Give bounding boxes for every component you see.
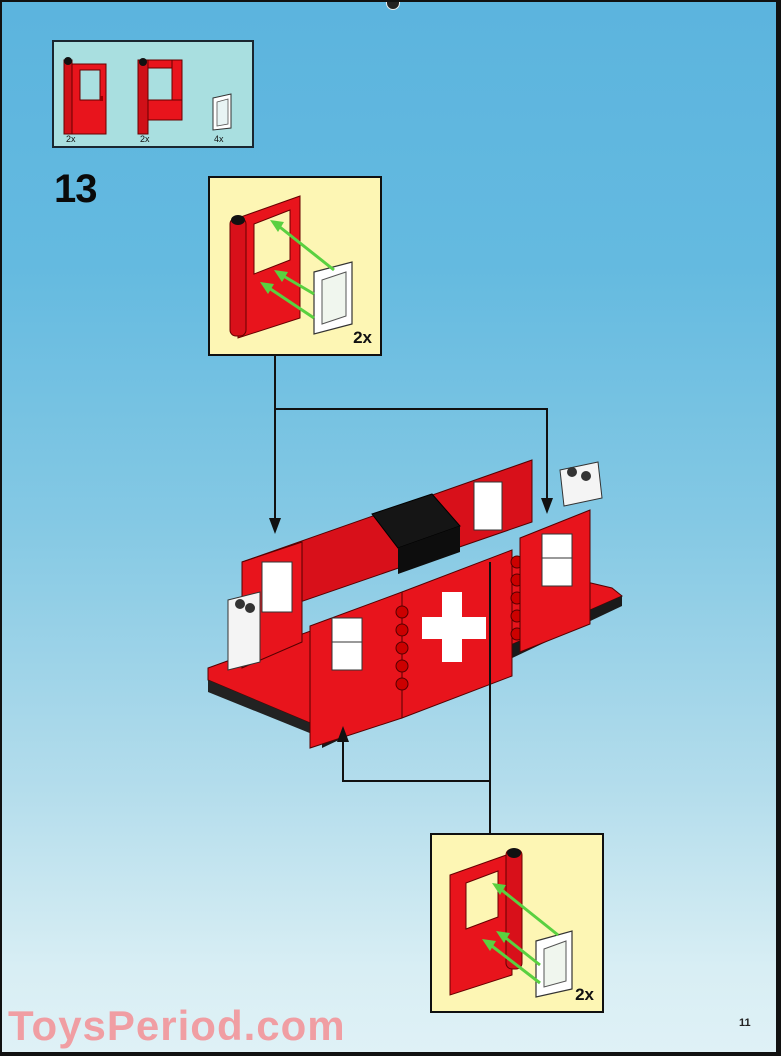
sub-assembly-callout-bottom: 2x — [430, 833, 604, 1013]
door-window-assembly-diagram — [449, 848, 573, 998]
step-number: 13 — [54, 167, 97, 211]
door-window-assembly-diagram — [229, 195, 353, 339]
part-qty: 4x — [214, 134, 224, 144]
red-door-right-icon — [137, 58, 183, 135]
arrow-down-icon — [541, 498, 553, 514]
red-door-left-icon — [63, 57, 107, 135]
watermark-text: ToysPeriod.com — [8, 1002, 346, 1049]
callout-multiplier: 2x — [353, 328, 372, 347]
arrow-down-icon — [269, 518, 281, 534]
connector-line — [274, 354, 276, 520]
registration-mark — [386, 2, 400, 10]
part-qty: 2x — [140, 134, 150, 144]
page-number: 11 — [739, 1017, 751, 1029]
connector-line — [489, 562, 491, 836]
window-pane-icon — [212, 93, 232, 131]
connector-line — [342, 738, 344, 782]
connector-line — [546, 408, 548, 500]
connector-line — [342, 780, 491, 782]
parts-list-box: 2x 2x 4x — [52, 40, 254, 148]
arrow-up-icon — [337, 726, 349, 742]
connector-line — [274, 408, 548, 410]
part-qty: 2x — [66, 134, 76, 144]
sub-assembly-callout-top: 2x — [208, 176, 382, 356]
fire-engine-body-model — [207, 459, 623, 749]
callout-multiplier: 2x — [575, 985, 594, 1004]
